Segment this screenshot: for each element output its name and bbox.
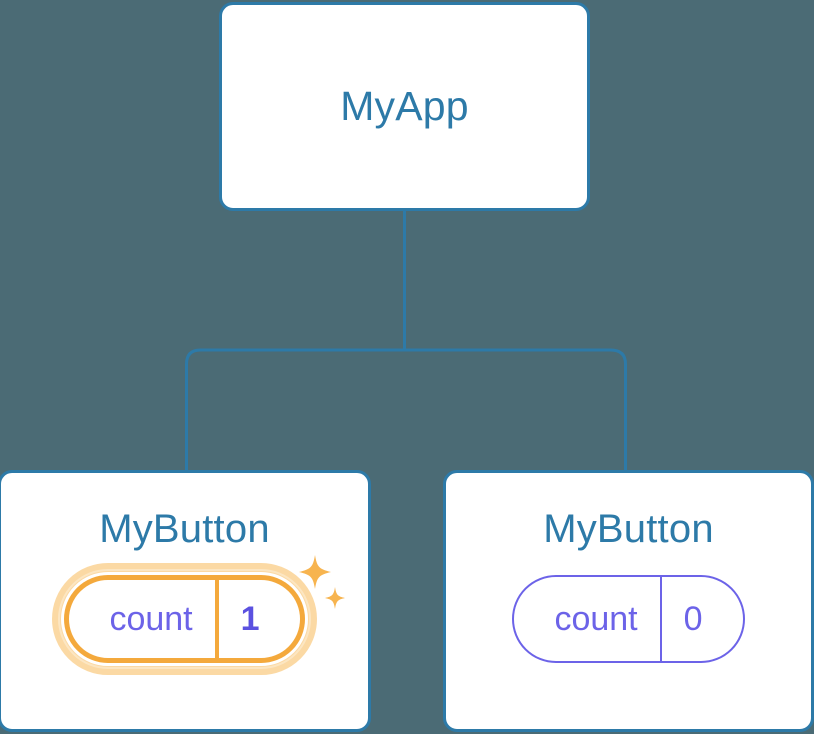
- prop-highlight-glow: [52, 563, 317, 675]
- prop-pill-count[interactable]: count 0: [512, 575, 745, 663]
- prop-key: count: [554, 600, 638, 638]
- prop-pill-wrapper: count 1: [52, 555, 345, 675]
- prop-pill-count[interactable]: count 1: [64, 575, 305, 663]
- node-title: MyButton: [99, 507, 270, 551]
- prop-highlight-glow-inner: [58, 569, 311, 669]
- node-myapp[interactable]: MyApp: [219, 2, 590, 211]
- node-mybutton-left[interactable]: MyButton count 1: [0, 470, 371, 732]
- prop-value: 1: [214, 580, 300, 658]
- node-mybutton-right[interactable]: MyButton count 0: [443, 470, 814, 732]
- node-title: MyButton: [543, 507, 714, 551]
- prop-key: count: [109, 600, 193, 638]
- prop-pill-wrapper: count 0: [512, 575, 745, 663]
- prop-value: 0: [659, 577, 743, 661]
- node-title: MyApp: [340, 83, 469, 129]
- edge-branch-bar: [185, 348, 627, 470]
